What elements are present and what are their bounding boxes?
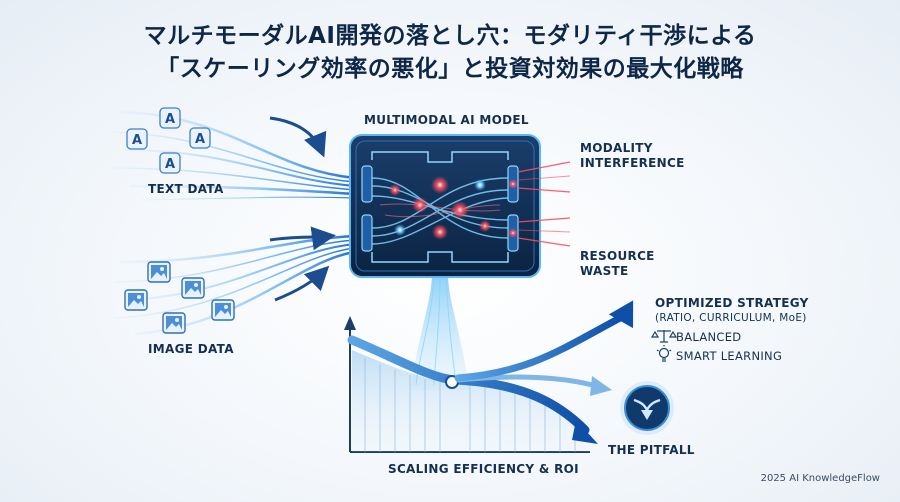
resource-waste-label: RESOURCE WASTE bbox=[580, 249, 655, 278]
image-tile-icon bbox=[124, 289, 148, 311]
text-tile-glyph: A bbox=[165, 112, 175, 127]
pitfall-badge-icon bbox=[620, 381, 674, 435]
image-tile-icon bbox=[211, 299, 235, 321]
strategy-item-balanced: BALANCED bbox=[676, 330, 742, 344]
text-tile-glyph: A bbox=[165, 157, 175, 172]
chart-x-label: SCALING EFFICIENCY & ROI bbox=[388, 462, 579, 476]
strategy-item-smart-learning: SMART LEARNING bbox=[676, 349, 783, 363]
chart-area bbox=[352, 350, 590, 452]
optimized-arrow bbox=[454, 314, 624, 382]
model-label: MULTIMODAL AI MODEL bbox=[364, 113, 529, 127]
text-tile-icon: A bbox=[159, 152, 181, 174]
image-tile-icon bbox=[162, 312, 186, 334]
footer-credit: 2025 AI KnowledgeFlow bbox=[760, 473, 880, 484]
image-tile-icon bbox=[181, 277, 205, 299]
text-tile-icon: A bbox=[159, 107, 181, 129]
text-tile-icon: A bbox=[126, 128, 148, 150]
text-tile-glyph: A bbox=[195, 132, 205, 147]
image-tiles bbox=[124, 261, 235, 334]
title-line-1: マルチモーダルAI開発の落とし穴：モダリティ干渉による bbox=[143, 23, 757, 49]
data-pillar bbox=[410, 272, 470, 390]
text-tile-icon: A bbox=[189, 127, 211, 149]
balance-scale-icon bbox=[650, 330, 678, 343]
text-tiles: A A A A bbox=[126, 107, 211, 174]
image-data-label: IMAGE DATA bbox=[148, 342, 234, 356]
pitfall-curve-head bbox=[572, 420, 598, 444]
image-flow-arrow-bottom bbox=[274, 265, 330, 302]
secondary-arrow-head bbox=[590, 376, 612, 396]
image-flow-arrow-top bbox=[269, 226, 336, 251]
strategy-subtitle: (RATIO, CURRICULUM, MoE) bbox=[655, 312, 807, 324]
optimized-arrow-head bbox=[608, 300, 634, 329]
chart-gridlines bbox=[364, 358, 576, 452]
pitfall-label: THE PITFALL bbox=[608, 443, 695, 457]
page-title: マルチモーダルAI開発の落とし穴：モダリティ干渉による 「スケーリング効率の悪化… bbox=[0, 20, 900, 86]
image-tile-icon bbox=[147, 261, 171, 283]
image-data-streams bbox=[114, 234, 356, 336]
model-chip bbox=[349, 134, 541, 278]
text-data-label: TEXT DATA bbox=[148, 182, 224, 196]
text-data-streams bbox=[109, 110, 356, 201]
modality-interference-label: MODALITY INTERFERENCE bbox=[580, 141, 685, 170]
text-tile-glyph: A bbox=[132, 133, 142, 148]
lightbulb-icon bbox=[656, 345, 672, 362]
title-line-2: 「スケーリング効率の悪化」と投資対効果の最大化戦略 bbox=[156, 56, 744, 82]
interference-beams bbox=[517, 161, 571, 247]
strategy-title: OPTIMIZED STRATEGY bbox=[655, 296, 809, 310]
text-flow-arrow bbox=[269, 116, 327, 158]
